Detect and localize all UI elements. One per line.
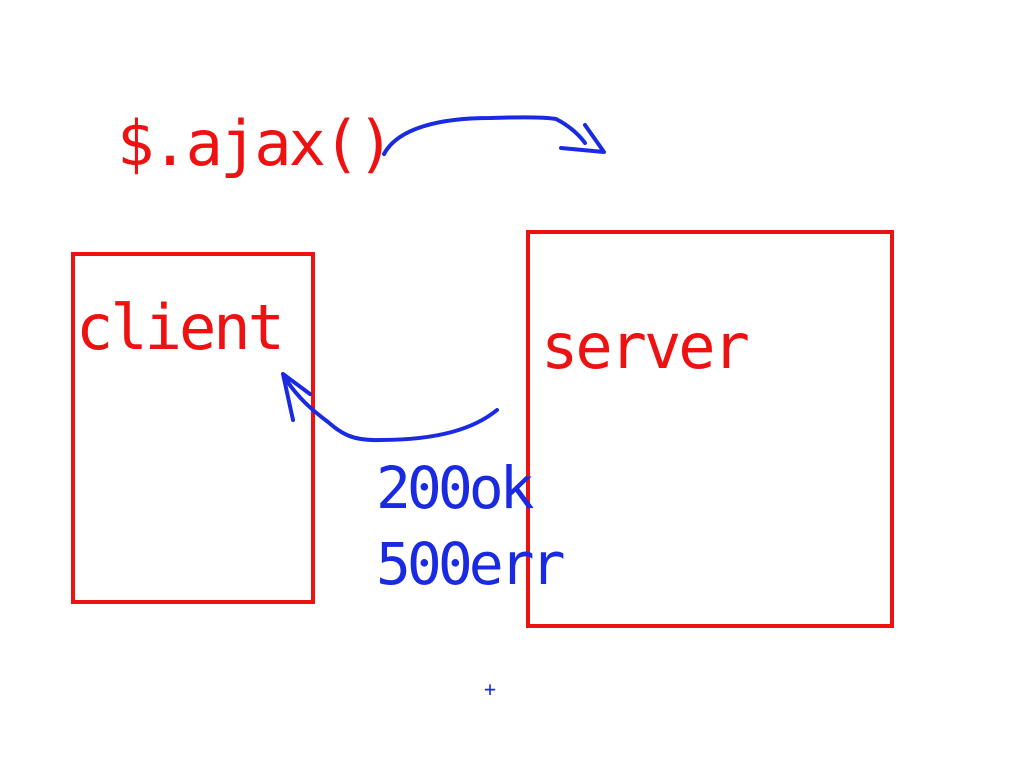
status-error-label: 500err — [376, 530, 566, 598]
server-box — [526, 230, 894, 628]
request-arrow — [382, 115, 587, 156]
response-arrowhead-icon — [281, 372, 312, 422]
client-label: client — [76, 291, 285, 364]
request-arrowhead-icon — [559, 123, 606, 154]
crosshair-cursor-icon: + — [484, 677, 497, 701]
client-box — [71, 252, 315, 604]
server-label: server — [541, 310, 750, 383]
ajax-call-label: $.ajax() — [117, 107, 395, 180]
status-ok-label: 200ok — [376, 454, 535, 522]
response-arrow — [283, 376, 499, 443]
